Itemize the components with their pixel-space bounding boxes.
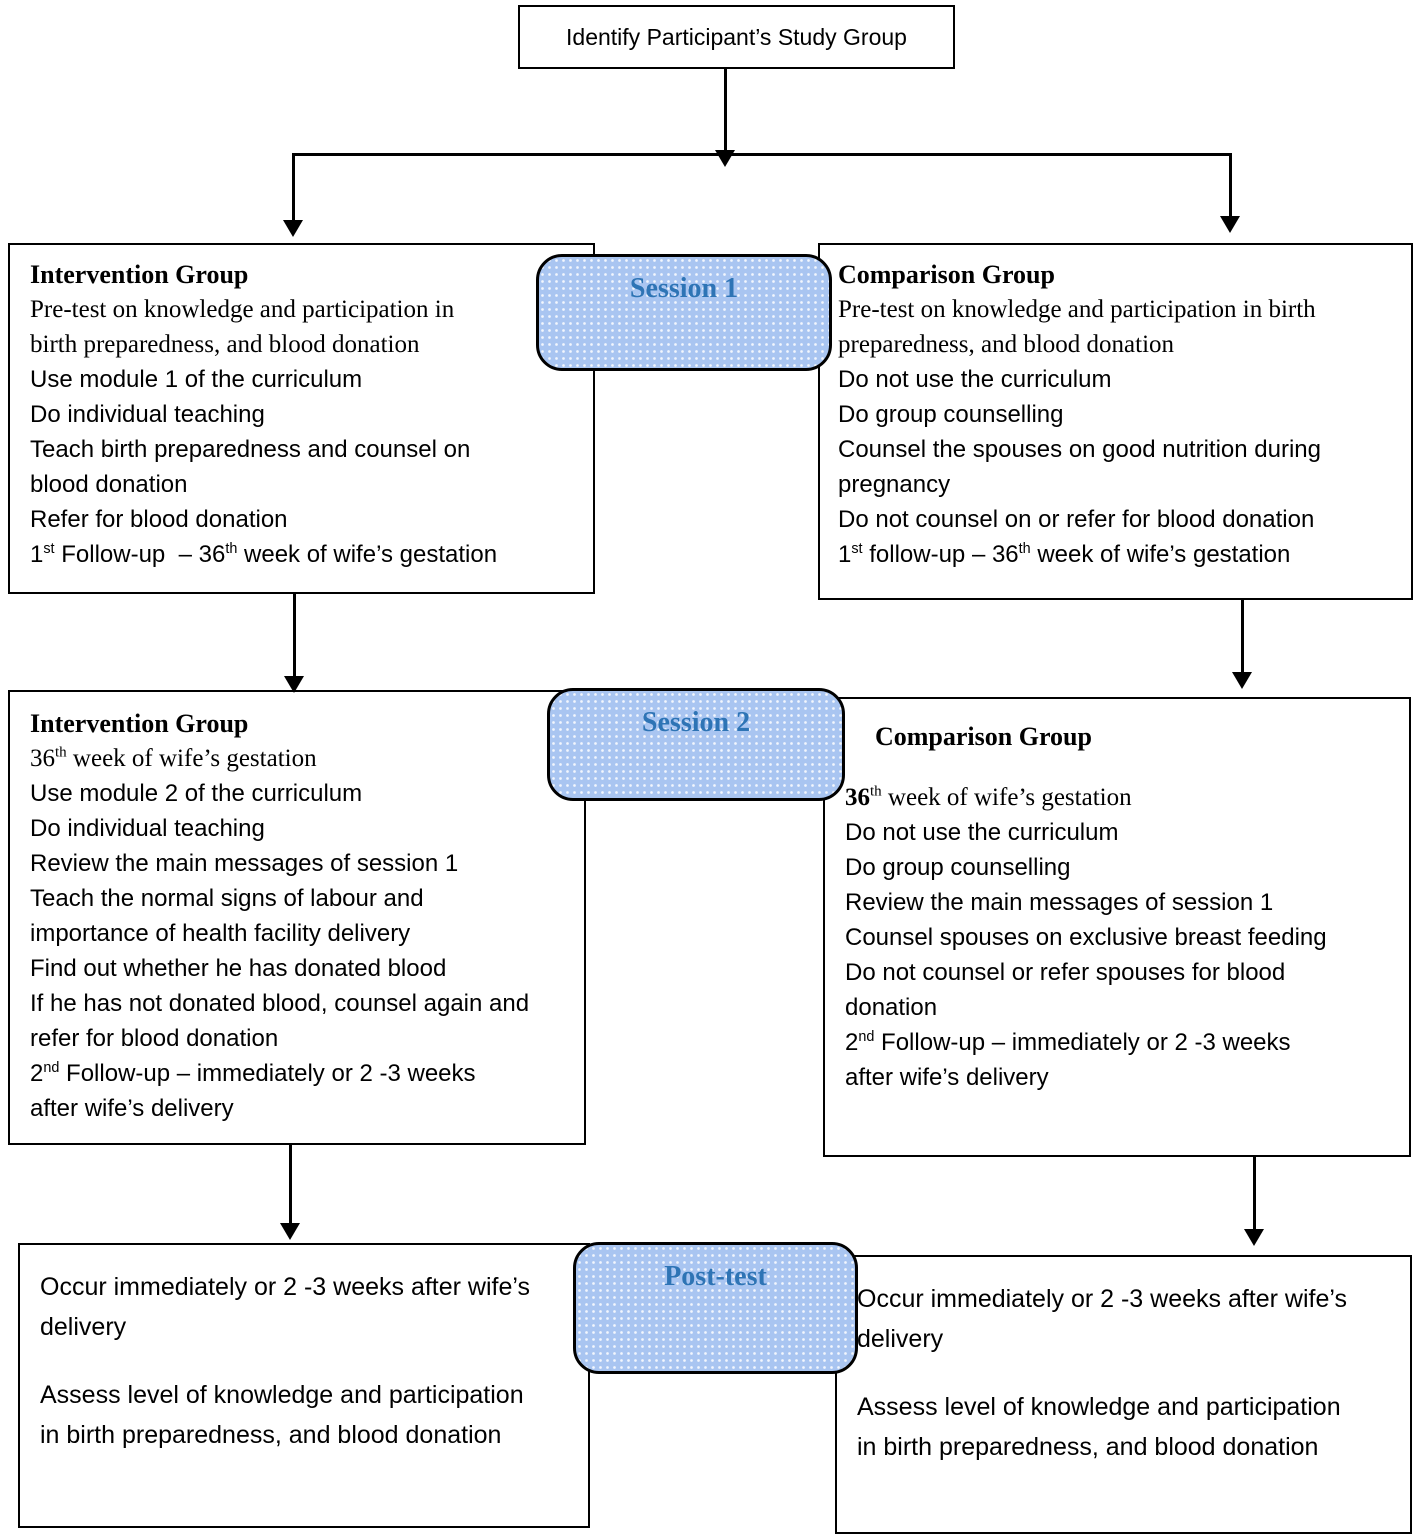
text-line: Teach birth preparedness and counsel on — [30, 436, 471, 463]
text-line: 1st Follow-up – 36th week of wife’s gest… — [30, 541, 498, 568]
text-line: Do individual teaching — [30, 401, 265, 428]
text-line: Do not use the curriculum — [838, 366, 1112, 393]
text-line: Review the main messages of session 1 — [845, 889, 1274, 916]
text-line: Intervention Group — [30, 709, 249, 738]
text-line: Do not use the curriculum — [845, 819, 1119, 846]
blank-line — [857, 1359, 1404, 1387]
text-line: Comparison Group — [838, 260, 1055, 289]
text-line: 36th week of wife’s gestation — [845, 783, 1132, 811]
text-line: blood donation — [30, 471, 188, 498]
arrowhead-top-stem — [715, 150, 735, 167]
comparison-posttest-box: Occur immediately or 2 -3 weeks after wi… — [835, 1255, 1412, 1534]
text-line: refer for blood donation — [30, 1025, 279, 1052]
text-line: Comparison Group — [875, 722, 1092, 751]
text-line: Counsel spouses on exclusive breast feed… — [845, 924, 1327, 951]
text-line: Pre-test on knowledge and participation … — [30, 296, 455, 323]
text-line: Use module 1 of the curriculum — [30, 366, 363, 393]
intervention-group-session2-box: Intervention Group 36th week of wife’s ge… — [8, 690, 586, 1145]
text-line: Review the main messages of session 1 — [30, 850, 459, 877]
identify-study-group-box: Identify Participant’s Study Group — [518, 5, 955, 69]
text-line: Assess level of knowledge and participat… — [857, 1393, 1341, 1421]
text-line: Occur immediately or 2 -3 weeks after wi… — [857, 1285, 1347, 1313]
text-line: donation — [845, 994, 938, 1021]
text-line: in birth preparedness, and blood donatio… — [40, 1421, 502, 1449]
text-line: Do not counsel on or refer for blood don… — [838, 506, 1315, 533]
text-line: Do group counselling — [838, 401, 1064, 428]
arrowhead-to-comparison-s1 — [1220, 216, 1240, 233]
text-line: Do individual teaching — [30, 815, 265, 842]
connector-to-intervention-s1 — [292, 153, 295, 223]
identify-study-group-label: Identify Participant’s Study Group — [566, 23, 907, 50]
text-line: 36th week of wife’s gestation — [30, 744, 317, 772]
arrowhead-comparison-s1-to-s2 — [1232, 672, 1252, 689]
text-line: Refer for blood donation — [30, 506, 288, 533]
text-line: If he has not donated blood, counsel aga… — [30, 990, 530, 1017]
text-line: 2nd Follow-up – immediately or 2 -3 week… — [30, 1060, 476, 1087]
text-line: Do not counsel or refer spouses for bloo… — [845, 959, 1286, 986]
text-line: Pre-test on knowledge and participation … — [838, 296, 1316, 323]
blank-line — [845, 754, 1403, 780]
text-line: after wife’s delivery — [30, 1095, 234, 1122]
text-line: delivery — [857, 1325, 944, 1353]
session1-pill: Session 1 — [536, 254, 832, 371]
text-line: 2nd Follow-up – immediately or 2 -3 week… — [845, 1029, 1291, 1056]
connector-top-split — [292, 153, 1232, 156]
comparison-group-session2-box: Comparison Group 36th week of wife’s gest… — [823, 697, 1411, 1157]
connector-intervention-s2-to-posttest — [289, 1145, 292, 1227]
connector-top-stem — [724, 69, 727, 153]
text-line: birth preparedness, and blood donation — [30, 331, 420, 358]
connector-comparison-s1-to-s2 — [1241, 600, 1244, 676]
text-line: pregnancy — [838, 471, 951, 498]
arrowhead-intervention-s2-to-posttest — [280, 1223, 300, 1240]
text-line: after wife’s delivery — [845, 1064, 1049, 1091]
session2-pill: Session 2 — [547, 688, 845, 801]
connector-to-comparison-s1 — [1229, 153, 1232, 219]
blank-line — [40, 1347, 580, 1375]
intervention-posttest-box: Occur immediately or 2 -3 weeks after wi… — [18, 1243, 590, 1528]
text-line: Use module 2 of the curriculum — [30, 780, 363, 807]
text-line: Do group counselling — [845, 854, 1071, 881]
text-line: Occur immediately or 2 -3 weeks after wi… — [40, 1273, 530, 1301]
text-line: 1st follow-up – 36th week of wife’s gest… — [838, 541, 1291, 568]
text-line: Find out whether he has donated blood — [30, 955, 447, 982]
arrowhead-to-intervention-s1 — [283, 220, 303, 237]
text-line: importance of health facility delivery — [30, 920, 411, 947]
connector-intervention-s1-to-s2 — [293, 594, 296, 680]
arrowhead-intervention-s1-to-s2 — [284, 676, 304, 693]
posttest-pill: Post-test — [573, 1242, 858, 1374]
text-line: preparedness, and blood donation — [838, 331, 1175, 358]
text-line: Assess level of knowledge and participat… — [40, 1381, 524, 1409]
arrowhead-comparison-s2-to-posttest — [1244, 1229, 1264, 1246]
text-line: delivery — [40, 1313, 127, 1341]
text-line: in birth preparedness, and blood donatio… — [857, 1433, 1319, 1461]
text-line: Intervention Group — [30, 260, 249, 289]
text-line: Counsel the spouses on good nutrition du… — [838, 436, 1321, 463]
connector-comparison-s2-to-posttest — [1253, 1157, 1256, 1233]
text-line: Teach the normal signs of labour and — [30, 885, 424, 912]
